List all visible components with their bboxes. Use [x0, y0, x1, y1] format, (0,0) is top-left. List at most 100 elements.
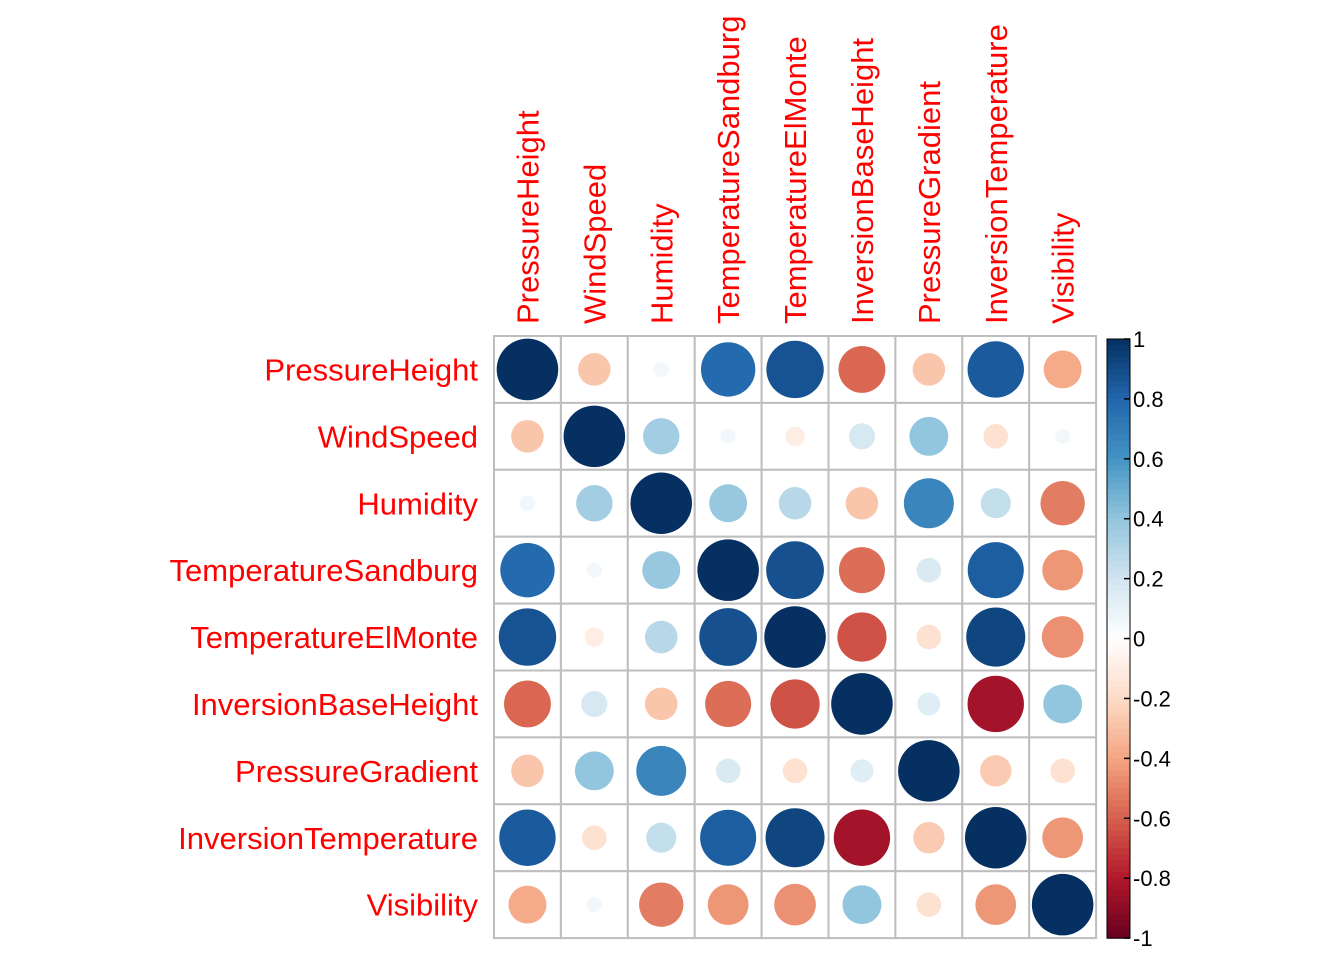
- colorbar-segment: [1107, 650, 1130, 658]
- correlation-circle: [705, 680, 752, 727]
- correlation-circle: [838, 346, 886, 393]
- colorbar-segment: [1107, 404, 1130, 412]
- correlation-circle: [917, 692, 941, 716]
- colorbar-segment: [1107, 356, 1130, 364]
- colorbar-segment: [1107, 614, 1130, 622]
- correlation-circles: [496, 338, 1094, 936]
- colorbar-segment: [1107, 470, 1130, 478]
- colorbar-segment: [1107, 572, 1130, 580]
- colorbar-segment: [1107, 668, 1130, 676]
- correlation-circle: [563, 405, 626, 468]
- row-label: WindSpeed: [318, 419, 478, 454]
- colorbar-tick-label: -0.6: [1133, 806, 1171, 831]
- colorbar-tick-label: -0.2: [1133, 686, 1171, 711]
- colorbar-segment: [1107, 722, 1130, 730]
- correlation-circle: [785, 426, 805, 447]
- colorbar-segment: [1107, 554, 1130, 562]
- correlation-circle: [770, 679, 820, 729]
- row-label: PressureHeight: [264, 352, 478, 387]
- colorbar-tick-label: 0.6: [1133, 447, 1164, 472]
- column-label: TemperatureElMonte: [778, 36, 813, 324]
- colorbar-segment: [1107, 770, 1130, 777]
- row-label: PressureGradient: [235, 754, 478, 789]
- colorbar-segment: [1107, 386, 1130, 394]
- correlation-circle: [837, 612, 887, 662]
- correlation-circle: [699, 608, 758, 666]
- correlation-circle: [1042, 817, 1084, 859]
- colorbar-segment: [1107, 908, 1130, 915]
- correlation-circle: [576, 485, 613, 522]
- colorbar-segment: [1107, 854, 1130, 861]
- correlation-circle: [578, 353, 611, 386]
- colorbar-segment: [1107, 488, 1130, 496]
- colorbar-segment: [1107, 542, 1130, 550]
- correlation-circle: [496, 338, 559, 401]
- correlation-circle: [643, 418, 680, 455]
- colorbar-segment: [1107, 788, 1130, 795]
- correlation-circle: [764, 606, 826, 668]
- correlation-circle: [1042, 549, 1084, 591]
- colorbar-segment: [1107, 782, 1130, 789]
- colorbar-segment: [1107, 530, 1130, 538]
- colorbar-segment: [1107, 872, 1130, 879]
- colorbar-segment: [1107, 848, 1130, 855]
- colorbar-segment: [1107, 608, 1130, 616]
- colorbar-segment: [1107, 746, 1130, 753]
- correlation-circle: [964, 806, 1027, 869]
- correlation-circle: [511, 420, 544, 453]
- colorbar-segment: [1107, 416, 1130, 424]
- colorbar-segment: [1107, 728, 1130, 736]
- row-label: InversionTemperature: [178, 821, 478, 856]
- correlation-circle: [966, 607, 1026, 667]
- colorbar-segment: [1107, 548, 1130, 556]
- correlation-circle: [848, 423, 876, 450]
- colorbar-segment: [1107, 644, 1130, 652]
- correlation-circle: [831, 673, 893, 735]
- correlation-circle: [498, 608, 557, 666]
- colorbar-segment: [1107, 704, 1130, 712]
- column-label: Visibility: [1046, 212, 1081, 324]
- colorbar-segment: [1107, 632, 1130, 640]
- colorbar-tick-label: 1: [1133, 327, 1145, 352]
- colorbar-segment: [1107, 536, 1130, 544]
- colorbar-segment: [1107, 482, 1130, 490]
- correlation-circle: [500, 542, 555, 598]
- colorbar-segment: [1107, 692, 1130, 700]
- colorbar-segment: [1107, 758, 1130, 765]
- correlation-circle: [1031, 873, 1094, 936]
- colorbar-segment: [1107, 752, 1130, 759]
- correlation-circle: [916, 892, 942, 917]
- colorbar-segment: [1107, 344, 1130, 352]
- colorbar-tick-label: -0.8: [1133, 866, 1171, 891]
- correlation-circle: [581, 690, 608, 718]
- correlation-circle: [586, 897, 602, 913]
- column-label: PressureGradient: [912, 81, 947, 324]
- row-label: TemperatureElMonte: [190, 620, 478, 655]
- correlation-circle: [519, 495, 535, 511]
- colorbar-segment: [1107, 680, 1130, 688]
- correlation-circle: [582, 825, 607, 851]
- colorbar-segment: [1107, 896, 1130, 903]
- correlation-circle: [646, 822, 677, 853]
- colorbar-segment: [1107, 434, 1130, 442]
- colorbar-tick-label: 0: [1133, 627, 1145, 652]
- colorbar-segment: [1107, 524, 1130, 532]
- colorbar-segment: [1107, 800, 1130, 807]
- correlation-circle: [766, 541, 824, 600]
- colorbar-segment: [1107, 512, 1130, 520]
- colorbar-segment: [1107, 440, 1130, 448]
- correlation-circle: [1043, 684, 1083, 724]
- correlation-circle: [980, 755, 1012, 787]
- correlation-circle: [636, 745, 687, 796]
- colorbar-segment: [1107, 866, 1130, 873]
- correlation-circle: [1040, 481, 1085, 526]
- correlation-circle: [782, 758, 808, 784]
- colorbar-segment: [1107, 884, 1130, 891]
- colorbar-segment: [1107, 806, 1130, 813]
- correlation-circle: [697, 539, 759, 601]
- correlation-circle: [975, 884, 1017, 926]
- correlation-circle: [700, 809, 757, 866]
- colorbar-segment: [1107, 740, 1130, 747]
- correlation-circle: [709, 484, 748, 523]
